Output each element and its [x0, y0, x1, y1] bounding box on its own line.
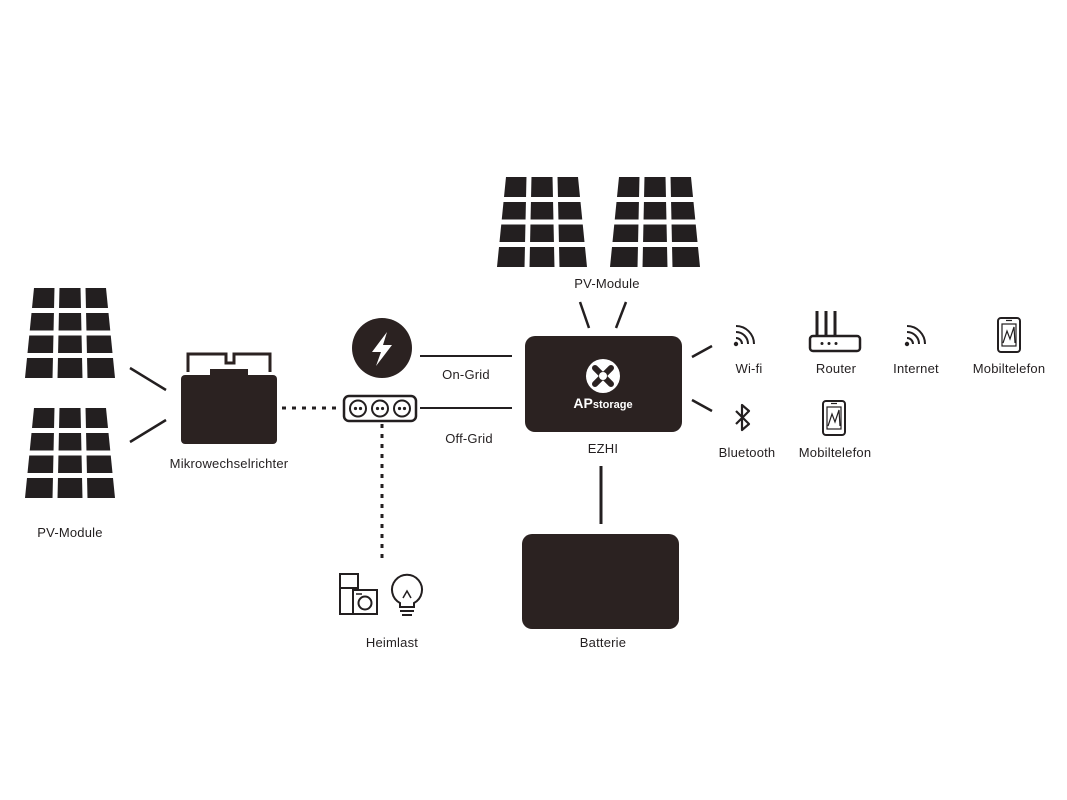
wifi-icon [732, 325, 755, 348]
apstorage-brand: APstorage [573, 395, 632, 413]
connector-pv-top-right [614, 301, 628, 329]
connector-pv-top-left [578, 301, 591, 329]
home-load-label: Heimlast [365, 635, 419, 650]
pv-module-left-label: PV-Module [37, 525, 103, 540]
brand-ap: AP [573, 395, 593, 411]
pv-module-top-label: PV-Module [574, 276, 640, 291]
router-label: Router [815, 361, 857, 376]
internet-icon [903, 325, 926, 348]
grid-lightning-icon [352, 318, 412, 378]
connector-pv-left-bottom [129, 418, 167, 444]
mobile-phone-bottom-label: Mobiltelefon [798, 445, 872, 460]
microinverter-label: Mikrowechselrichter [169, 456, 289, 471]
battery-label: Batterie [579, 635, 627, 650]
wifi-label: Wi-fi [735, 361, 763, 376]
on-grid-label: On-Grid [442, 367, 490, 382]
mobile-phone-icon-bottom [822, 400, 846, 436]
bluetooth-label: Bluetooth [718, 445, 776, 460]
ezhi-label: EZHI [587, 441, 619, 456]
router-icon [808, 311, 862, 353]
mobile-phone-top-label: Mobiltelefon [972, 361, 1046, 376]
connector-ezhi-bluetooth [691, 398, 713, 413]
appliance-icon [339, 573, 378, 615]
connector-pv-left-top [129, 366, 167, 392]
brand-storage: storage [592, 399, 633, 411]
pv-panel-top-left [497, 176, 587, 268]
pv-panel-left-bottom [25, 407, 115, 499]
bluetooth-icon [735, 403, 751, 432]
mobile-phone-icon-top [997, 317, 1021, 353]
internet-label: Internet [893, 361, 939, 376]
pv-panel-top-right [610, 176, 700, 268]
connector-ezhi-wifi [691, 344, 713, 359]
battery-device [522, 534, 679, 629]
light-bulb-icon [391, 573, 423, 616]
power-strip-icon [342, 394, 418, 423]
ezhi-device [525, 336, 682, 432]
pv-panel-left-top [25, 287, 115, 379]
microinverter-icon [181, 352, 277, 444]
apstorage-logo-icon [586, 359, 620, 393]
off-grid-label: Off-Grid [445, 431, 493, 446]
